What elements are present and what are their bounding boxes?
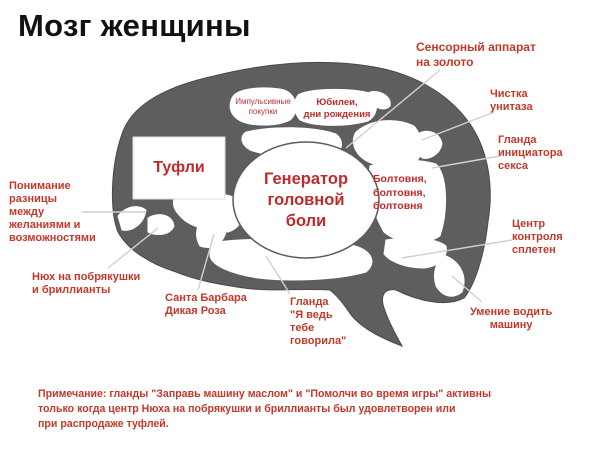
impulse-buy-label: Импульсивные покупки [235, 97, 291, 116]
chatter-label: Болтовня, болтовня, болтовня [373, 173, 427, 212]
label-sensory-gold: Сенсорный аппарат на золото [416, 40, 536, 69]
region-upper-gap [369, 91, 391, 110]
label-gossip-center: Центр контроля сплетен [512, 218, 563, 256]
region-shoes [132, 136, 226, 200]
pointer-toilet [421, 111, 495, 141]
headache-generator-label: Генератор головной боли [263, 170, 349, 230]
footnote: Примечание: гланды "Заправь машину масло… [38, 388, 492, 430]
region-impulse-buy [229, 87, 297, 126]
region-jewelry [147, 214, 175, 235]
label-santa-barbara: Санта Барбара Дикая Роза [165, 292, 247, 317]
region-jubilee [294, 88, 377, 126]
region-toilet [414, 130, 443, 159]
page-title: Мозг женщины [18, 8, 251, 43]
label-toilet-cleaning: Чистка унитаза [490, 88, 533, 113]
pointer-driving [451, 275, 483, 303]
shoes-label: Туфли [153, 159, 205, 176]
jubilee-label: Юбилеи, дни рождения [303, 97, 371, 120]
pointer-told-you [265, 255, 291, 295]
pointer-sex-gland [431, 155, 501, 169]
pointer-jewelry [107, 227, 159, 269]
label-told-you-gland: Гланда "Я ведь тебе говорила" [290, 296, 347, 347]
label-sex-gland: Гланда инициатора секса [498, 134, 563, 172]
label-understanding: Понимание разницы между желаниями и возм… [9, 180, 96, 244]
pointer-sensory [345, 69, 441, 149]
pointer-santa [197, 233, 215, 291]
pointer-gossip [401, 239, 513, 259]
label-driving: Умение водить машину [470, 306, 553, 331]
label-jewelry-sense: Нюх на побрякушки и бриллианты [32, 271, 141, 296]
region-headache-generator [232, 141, 380, 259]
region-driving [433, 255, 465, 297]
